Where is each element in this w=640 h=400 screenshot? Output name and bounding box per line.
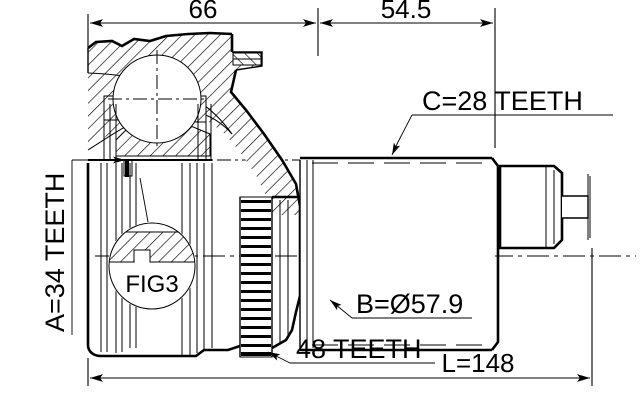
ball-fill — [113, 55, 201, 143]
callout-abs-ring: 48 TEETH — [267, 334, 435, 364]
outer-race-section — [88, 33, 300, 215]
dimension-545-label: 54.5 — [381, 0, 432, 24]
cv-joint-outer-race — [87, 31, 302, 215]
groove-tip-fill — [562, 196, 590, 218]
dimension-total-length: L=148 — [87, 248, 593, 386]
callout-48-leader — [267, 351, 291, 364]
callout-bell-diameter: B=Ø57.9 — [329, 289, 472, 319]
fig3-label: FIG3 — [125, 271, 178, 298]
neck-outline-lower — [271, 215, 302, 350]
abs-ring-body — [240, 197, 272, 357]
spline-notch-fill — [125, 161, 129, 177]
callout-a-label: A=34 TEETH — [40, 173, 70, 332]
abs-tone-ring — [239, 196, 273, 358]
dimension-shaft-length: 54.5 — [320, 0, 496, 148]
callout-b-label: B=Ø57.9 — [356, 289, 463, 319]
shaft-right-shoulder — [490, 157, 500, 351]
dimension-66-label: 66 — [189, 0, 218, 24]
outer-race-outline — [87, 31, 233, 50]
shaft-end-stub — [498, 164, 591, 250]
callout-b-leader — [329, 299, 353, 319]
callout-inner-spline: A=34 TEETH — [40, 156, 125, 335]
ball-bearing-assembly — [103, 50, 212, 160]
callout-outer-spline: C=28 TEETH — [391, 86, 613, 156]
outer-race-flange-top — [232, 51, 263, 71]
fig3-leader — [139, 177, 149, 223]
callout-c-leader — [391, 114, 413, 156]
boot-body-outline — [86, 163, 241, 358]
shaft-body — [300, 160, 495, 348]
outer-race-flange-block — [232, 52, 262, 66]
splined-shaft — [299, 156, 500, 352]
joint-neck — [271, 195, 302, 350]
dimension-L148-label: L=148 — [441, 348, 514, 378]
dimension-joint-length: 66 — [87, 0, 319, 56]
stub-fill — [500, 168, 568, 248]
abs-ring-teeth — [241, 200, 271, 356]
detail-bubble-fig3: FIG3 — [108, 177, 196, 310]
callout-48-label: 48 TEETH — [296, 334, 422, 364]
stub-outline — [498, 164, 564, 250]
fig3-bubble-outline — [108, 222, 196, 310]
callout-c-label: C=28 TEETH — [422, 86, 583, 116]
